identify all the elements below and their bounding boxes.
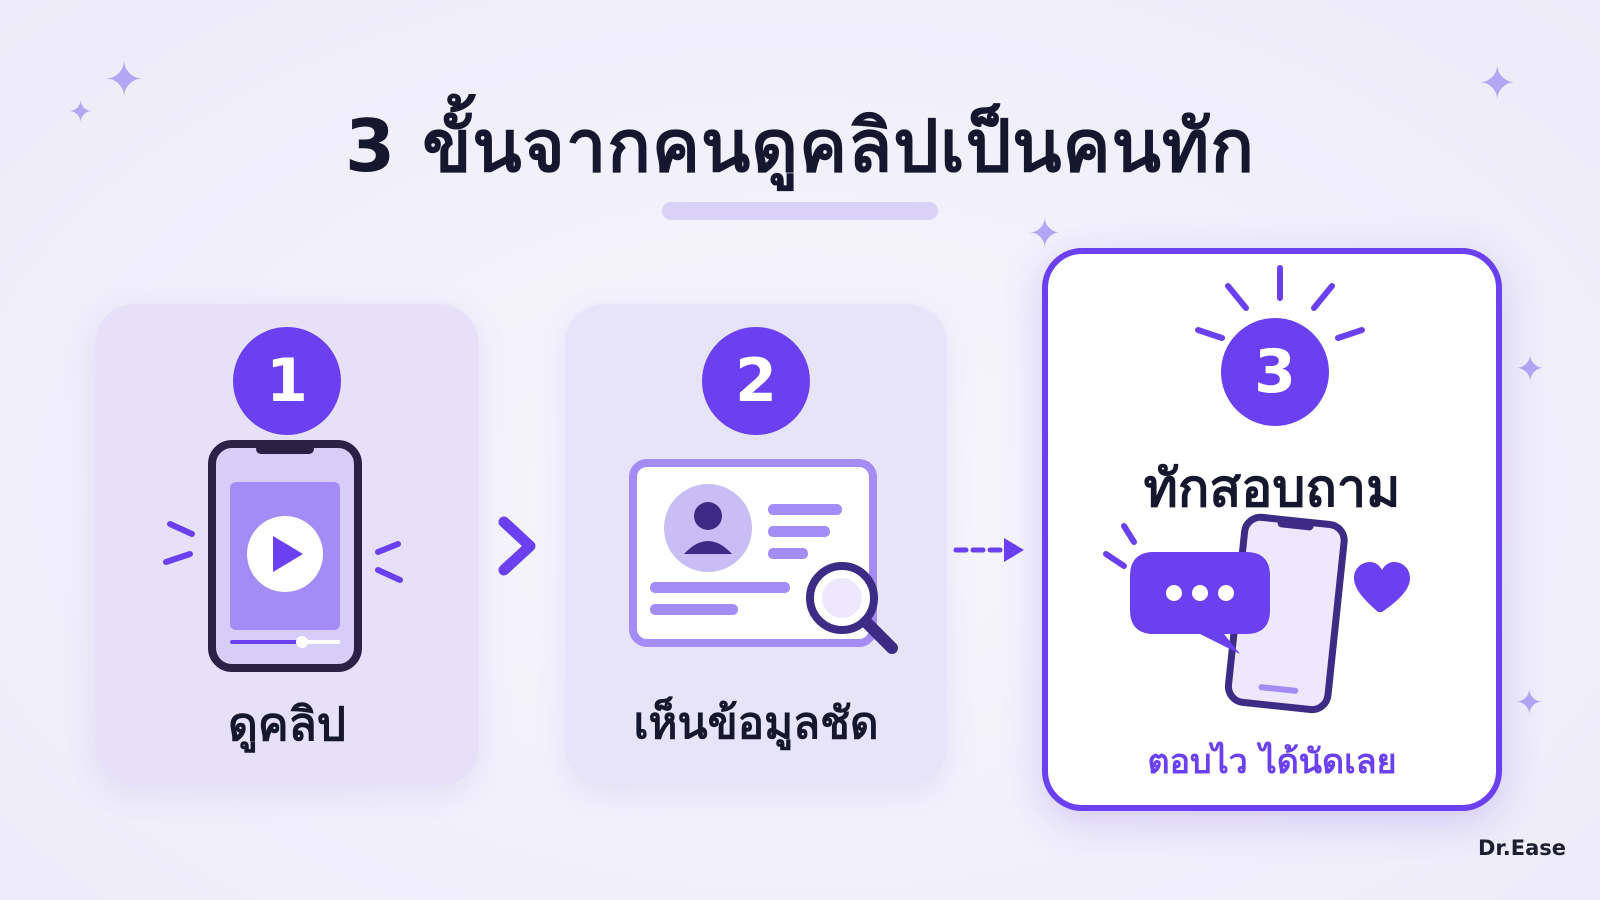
sparkle-icon: ✦ — [1028, 211, 1062, 257]
sparkle-icon: ✦ — [1478, 56, 1517, 110]
step-label: เห็นข้อมูลชัด — [633, 698, 879, 749]
video-phone-icon — [163, 440, 403, 672]
step-label: ดูคลิป — [227, 697, 347, 751]
sparkle-icon: ✦ — [68, 95, 94, 130]
highlight-rays-icon — [1195, 265, 1365, 341]
step-sublabel: ตอบไว ได้นัดเลย — [1147, 742, 1397, 782]
step-number-badge: 1 — [233, 327, 341, 435]
sparkle-icon: ✦ — [104, 52, 145, 108]
sparkle-icon: ✦ — [1515, 683, 1544, 723]
title-underline — [662, 202, 938, 220]
sparkle-icon: ✦ — [1515, 349, 1546, 390]
step-number-badge: 2 — [702, 327, 810, 435]
profile-card-search-icon — [629, 459, 898, 654]
step-number-badge: 3 — [1221, 318, 1329, 426]
chevron-right-icon — [498, 516, 536, 576]
step-label: ทักสอบถาม — [1143, 459, 1401, 519]
chat-phone-heart-icon — [1103, 513, 1410, 714]
page-title: 3 ขั้นจากคนดูคลิปเป็นคนทัก — [345, 104, 1255, 188]
dashed-arrow-icon — [953, 538, 1024, 562]
brand-watermark: Dr.Ease — [1477, 836, 1566, 860]
